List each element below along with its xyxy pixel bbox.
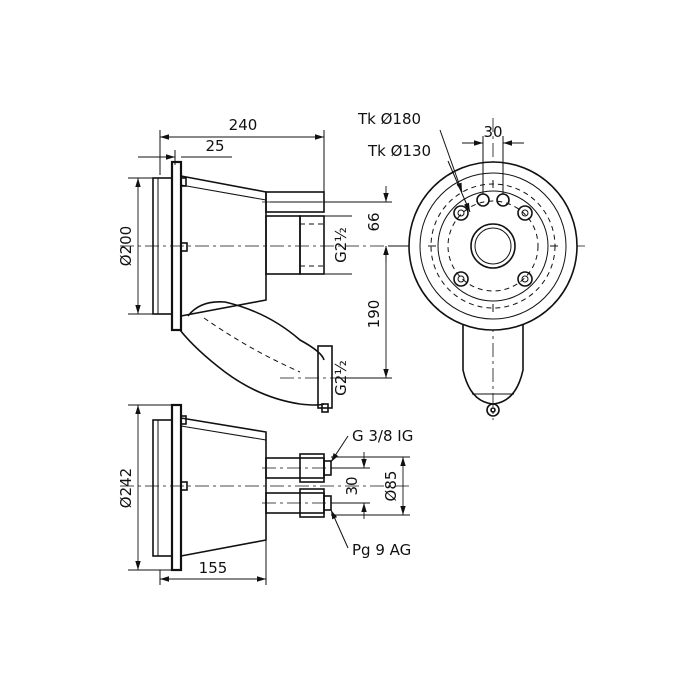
drain-nipple — [486, 403, 500, 417]
bolt-holes — [453, 193, 533, 287]
dim-30-spacing: 30 — [483, 123, 502, 141]
front-lip — [152, 177, 173, 315]
lower-thread-coupling — [317, 345, 333, 409]
flange-plate-lower — [170, 403, 183, 572]
center-bore — [470, 223, 516, 269]
label-pcd-130: Tk Ø130 — [367, 142, 431, 160]
housing-body-lower — [180, 417, 267, 557]
bottom-side-view: G 3/8 IG Pg 9 AG 30 Ø85 Ø242 155 — [117, 403, 413, 585]
dim-diameter-200: Ø200 — [117, 226, 135, 266]
dim-155: 155 — [199, 559, 228, 577]
thread-label-upper: G2½ — [332, 227, 350, 263]
label-pcd-180: Tk Ø180 — [357, 110, 421, 128]
top-side-view: 240 25 Ø200 G2½ G2½ 66 190 — [117, 116, 410, 413]
pcd-130-circle — [447, 200, 539, 292]
front-outer-ring — [408, 161, 578, 331]
label-gland: Pg 9 AG — [352, 541, 411, 559]
dim-diameter-242: Ø242 — [117, 468, 135, 508]
dim-diameter-85: Ø85 — [382, 471, 400, 502]
dim-25: 25 — [205, 137, 224, 155]
dim-240: 240 — [229, 116, 258, 134]
label-thread-inner: G 3/8 IG — [352, 427, 413, 445]
dim-30-pipes: 30 — [343, 476, 361, 495]
dim-190: 190 — [365, 300, 383, 329]
front-view: Tk Ø180 Tk Ø130 30 — [357, 110, 585, 420]
angled-outlet — [187, 300, 325, 361]
dim-66: 66 — [365, 212, 383, 231]
upper-thread-coupling — [299, 215, 325, 275]
front-lip-lower — [152, 419, 173, 557]
